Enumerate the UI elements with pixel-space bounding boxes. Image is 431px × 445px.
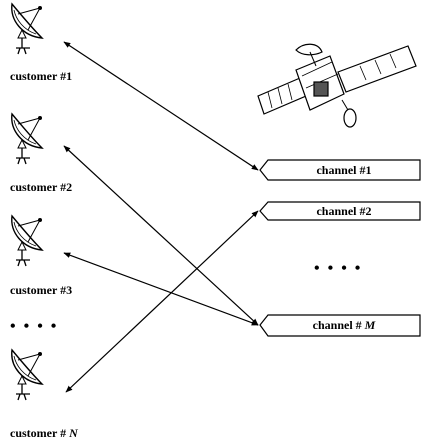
satellite-icon xyxy=(257,43,417,128)
link-customer-2-channel-m xyxy=(63,145,259,326)
dish-icon-customer-1 xyxy=(11,3,43,55)
link-customer-3-channel-m xyxy=(63,252,259,326)
customer-ellipsis: • • • • xyxy=(10,318,59,335)
channel-label-m: channel # M xyxy=(312,318,376,332)
dish-icon-customer-n xyxy=(11,349,43,401)
channel-label-1: channel #1 xyxy=(316,163,372,177)
customer-label-1: customer #1 xyxy=(10,69,73,83)
channel-box-2 xyxy=(259,201,421,221)
link-customer-n-channel-2 xyxy=(65,210,259,393)
link-customer-1-channel-1 xyxy=(63,41,259,171)
channel-ellipsis: • • • • xyxy=(314,260,363,277)
customer-label-n: customer # N xyxy=(10,426,78,440)
customer-label-2: customer #2 xyxy=(10,180,73,194)
dish-icon-customer-3 xyxy=(11,215,43,267)
dish-icon-customer-2 xyxy=(11,113,43,165)
channel-box-1 xyxy=(259,159,421,181)
channel-box-m xyxy=(259,314,421,337)
channel-label-2: channel #2 xyxy=(316,204,372,218)
customer-label-3: customer #3 xyxy=(10,283,73,297)
